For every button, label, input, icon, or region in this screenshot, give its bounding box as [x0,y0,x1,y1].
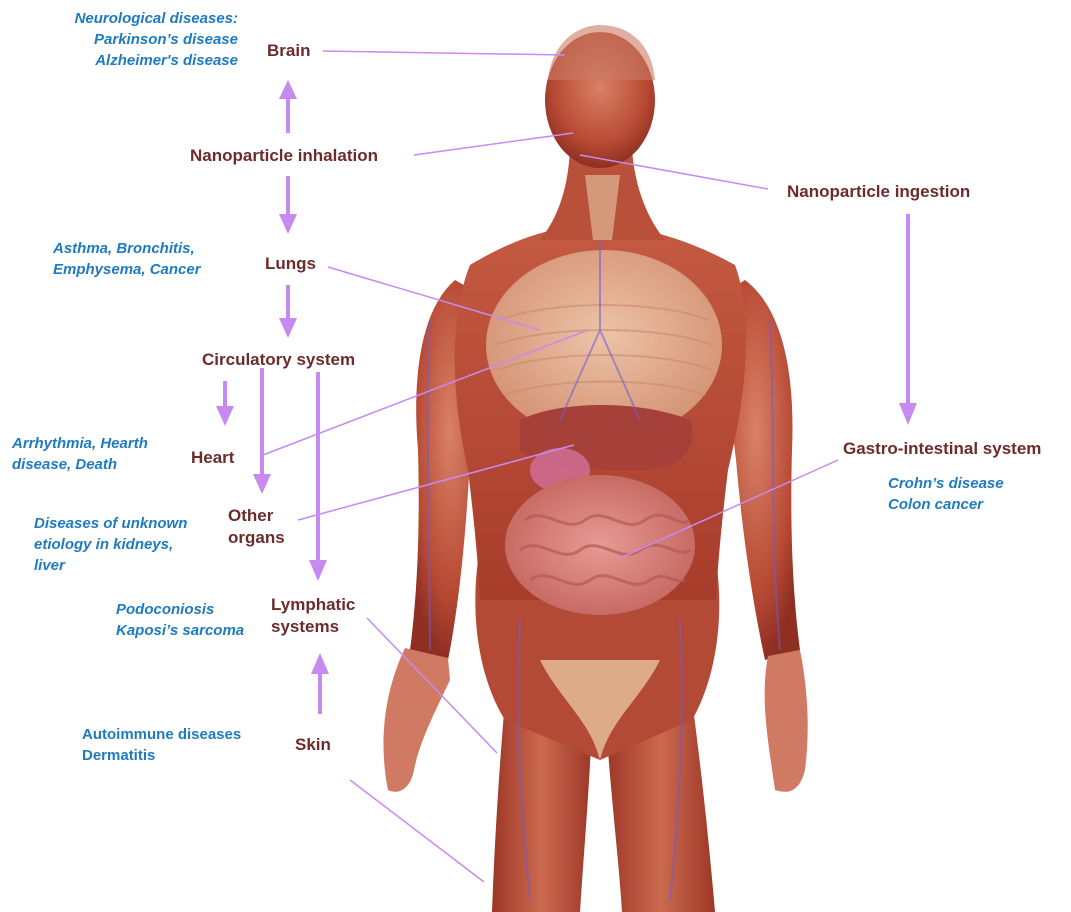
connector-line-other-organs [298,445,574,520]
label-skin: Skin [295,734,331,756]
label-lymphatic-line-2: systems [271,616,355,638]
disease-other-line-3: liver [34,555,187,576]
disease-skin-line-2: Dermatitis [82,745,241,766]
label-lungs: Lungs [265,253,316,275]
disease-gastro-line-1: Crohn’s disease [888,473,1004,494]
label-circulatory-system: Circulatory system [202,349,355,371]
connector-line-brain [323,51,565,55]
disease-skin-line-1: Autoimmune diseases [82,724,241,745]
disease-lungs-line-2: Emphysema, Cancer [53,259,201,280]
label-other-organs-line-2: organs [228,527,285,549]
arrow-ingestion-to-gastro [899,214,917,425]
disease-heart-line-2: disease, Death [12,454,148,475]
disease-neurological-line-2: Parkinson’s disease [36,29,238,50]
disease-lungs: Asthma, Bronchitis, Emphysema, Cancer [53,238,201,280]
connector-line-inhalation [414,133,573,155]
disease-heart: Arrhythmia, Hearth disease, Death [12,433,148,475]
connector-line-gastro [620,460,838,558]
disease-neurological-line-3: Alzheimer's disease [36,50,238,71]
label-nanoparticle-ingestion: Nanoparticle ingestion [787,181,970,203]
disease-other-line-2: etiology in kidneys, [34,534,187,555]
disease-gastro-line-2: Colon cancer [888,494,1004,515]
label-lymphatic-systems: Lymphatic systems [271,594,355,638]
label-nanoparticle-inhalation: Nanoparticle inhalation [190,145,378,167]
arrow-inhalation-to-brain [279,80,297,133]
disease-gastro: Crohn’s disease Colon cancer [888,473,1004,515]
connector-line-skin [350,780,484,882]
arrow-circulatory-to-heart [216,381,234,426]
label-lymphatic-line-1: Lymphatic [271,594,355,616]
disease-other-line-1: Diseases of unknown [34,513,187,534]
label-gastro-intestinal-system: Gastro-intestinal system [843,438,1041,460]
disease-lymphatic-line-1: Podoconiosis [116,599,244,620]
label-brain: Brain [267,40,310,62]
arrow-lungs-to-circulatory [279,285,297,338]
label-other-organs: Other organs [228,505,285,549]
connector-line-lungs [328,267,540,330]
disease-lymphatic-line-2: Kaposi’s sarcoma [116,620,244,641]
disease-other-organs: Diseases of unknown etiology in kidneys,… [34,513,187,576]
connector-line-lymphatic [367,618,497,753]
label-other-organs-line-1: Other [228,505,285,527]
disease-neurological: Neurological diseases: Parkinson’s disea… [36,8,238,71]
disease-lymphatic: Podoconiosis Kaposi’s sarcoma [116,599,244,641]
arrow-skin-to-lymphatic [311,653,329,714]
disease-heart-line-1: Arrhythmia, Hearth [12,433,148,454]
arrow-circulatory-to-other-organs [253,368,271,494]
disease-lungs-line-1: Asthma, Bronchitis, [53,238,201,259]
disease-neurological-line-1: Neurological diseases: [36,8,238,29]
disease-skin: Autoimmune diseases Dermatitis [82,724,241,766]
label-heart: Heart [191,447,234,469]
arrow-circulatory-to-lymphatic [309,372,327,581]
connector-line-ingestion [580,155,768,189]
arrow-inhalation-to-lungs [279,176,297,234]
